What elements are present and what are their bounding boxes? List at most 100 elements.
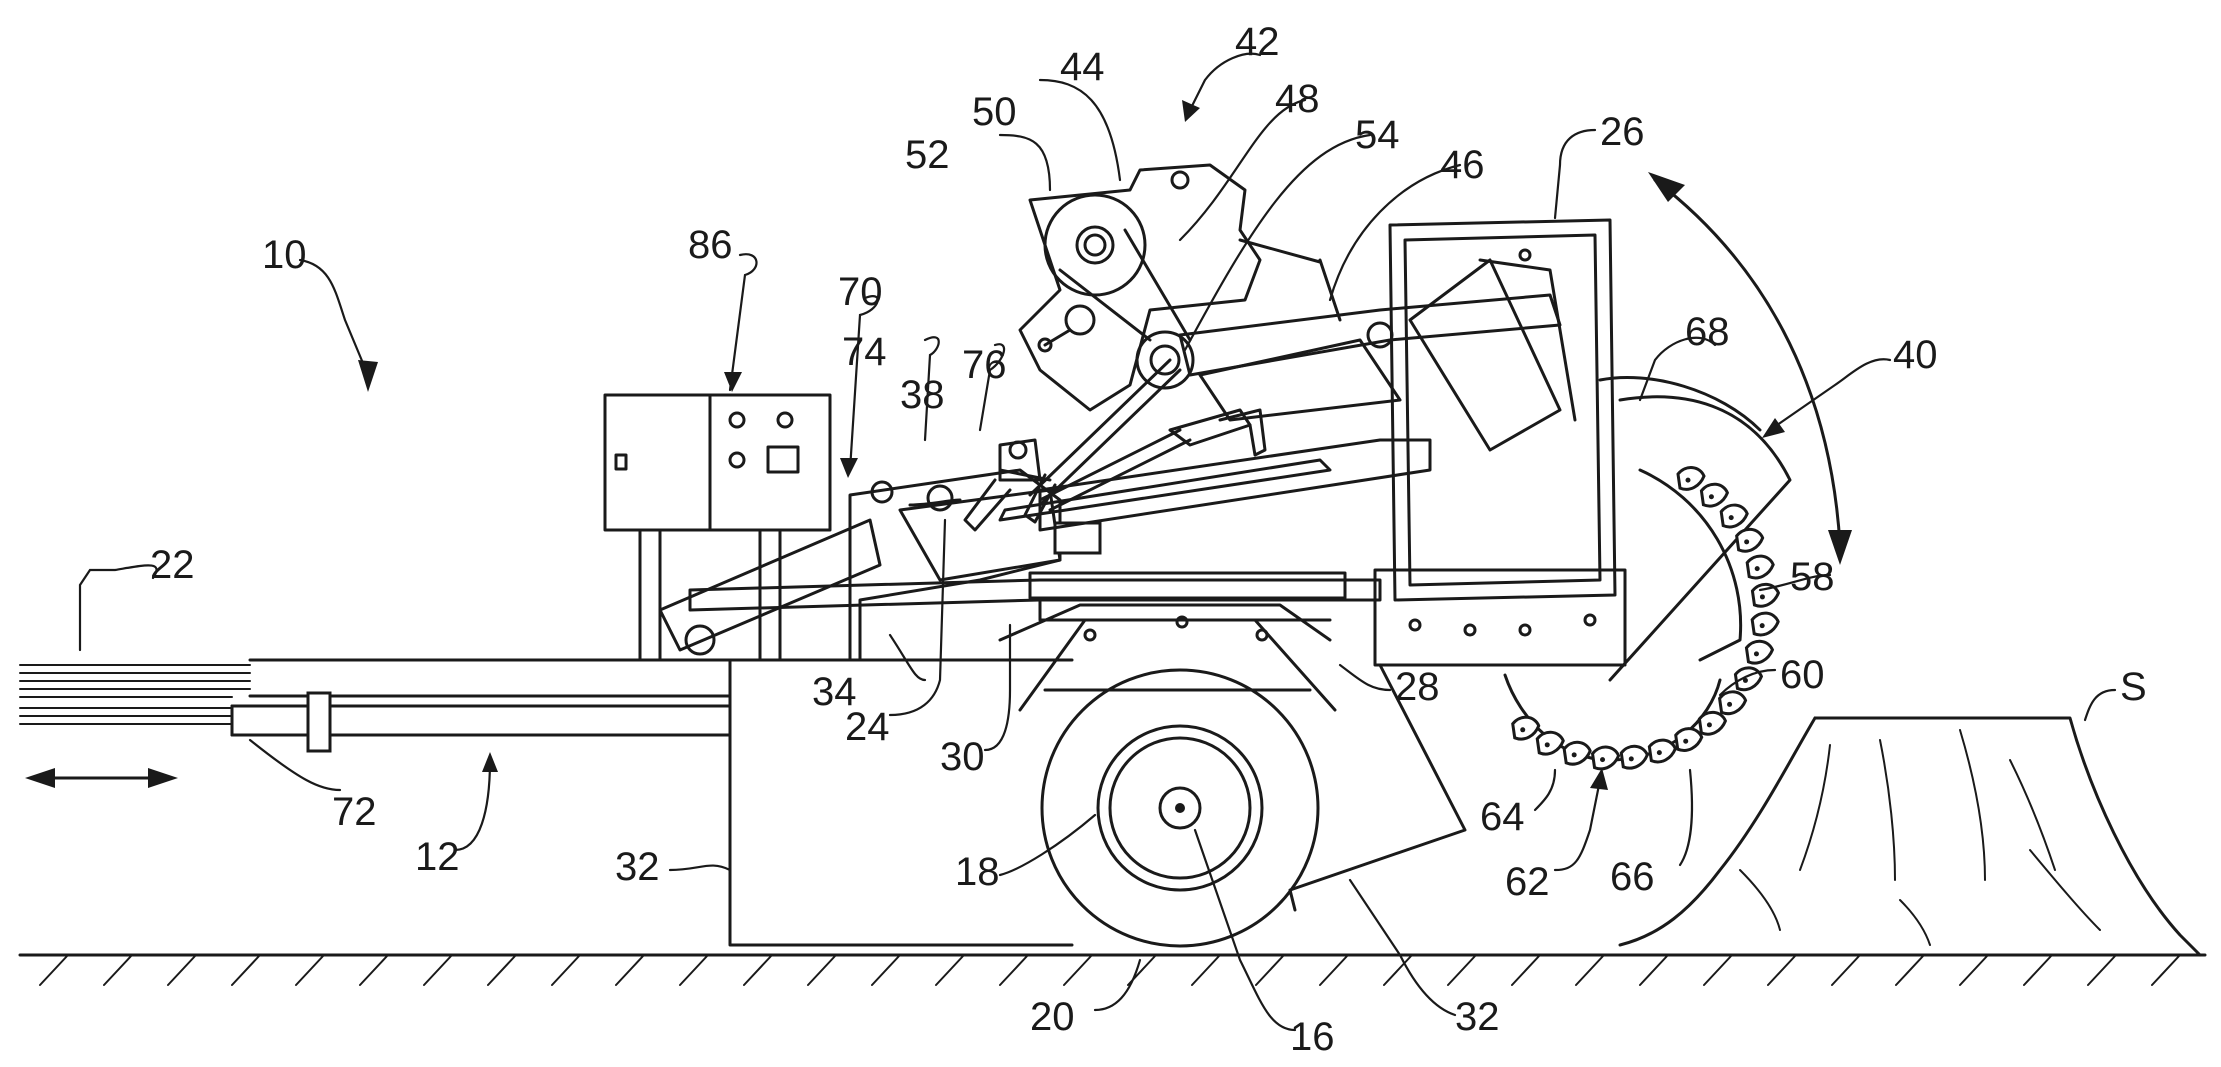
label-18: 18 (955, 850, 1000, 894)
ground-hatch (1320, 955, 1348, 985)
tooth-bolt (1709, 494, 1714, 499)
tooth-bolt (1707, 722, 1712, 727)
label-70: 70 (838, 270, 883, 314)
ground-hatch (1512, 955, 1540, 985)
tooth-bolt (1520, 727, 1525, 732)
tooth-bolt (1754, 651, 1759, 656)
cutter-tooth (1676, 729, 1702, 751)
ground-hatch (1704, 955, 1732, 985)
ground-hatch (2152, 955, 2180, 985)
cutter-tooth (1721, 505, 1747, 527)
label-40: 40 (1893, 333, 1938, 377)
label-58: 58 (1790, 555, 1835, 599)
ground-hatch (168, 955, 196, 985)
cutter-tooth (1678, 468, 1704, 490)
cutter-tooth (1621, 746, 1647, 768)
label-52: 52 (905, 133, 950, 177)
tooth-bolt (1760, 594, 1765, 599)
ground-hatch (744, 955, 772, 985)
ground-hatch (808, 955, 836, 985)
cutter-tooth (1699, 712, 1725, 734)
label-74: 74 (842, 330, 887, 374)
ground-hatch (1640, 955, 1668, 985)
label-12: 12 (415, 835, 460, 879)
ground-hatch (296, 955, 324, 985)
label-48: 48 (1275, 77, 1320, 121)
hydraulics (965, 360, 1265, 530)
tooth-bolt (1729, 515, 1734, 520)
label-86: 86 (688, 223, 733, 267)
ground-hatch (360, 955, 388, 985)
cutter-tooth (1593, 747, 1619, 769)
label-72: 72 (332, 790, 377, 834)
cutting-wheel (1505, 377, 1790, 768)
travel-arrow (25, 768, 178, 788)
ground (20, 955, 2205, 985)
cutter-tooth (1735, 668, 1761, 690)
label-28: 28 (1395, 665, 1440, 709)
label-20: 20 (1030, 995, 1075, 1039)
control-box (605, 395, 830, 530)
label-64: 64 (1480, 795, 1525, 839)
drive-beam (1180, 240, 1560, 420)
label-32-left: 32 (615, 845, 660, 889)
ground-hatch (1000, 955, 1028, 985)
tooth-bolt (1572, 752, 1577, 757)
cutter-tooth (1752, 613, 1778, 635)
label-66: 66 (1610, 855, 1655, 899)
cutter-tooth (1701, 484, 1727, 506)
cutter-tooth (1564, 742, 1590, 764)
ground-hatch (552, 955, 580, 985)
ground-hatch (2024, 955, 2052, 985)
tooth-bolt (1755, 566, 1760, 571)
cutter-tooth (1513, 717, 1539, 739)
tooth-bolt (1744, 539, 1749, 544)
label-68: 68 (1685, 310, 1730, 354)
ground-hatch (1576, 955, 1604, 985)
label-60: 60 (1780, 653, 1825, 697)
ground-hatch (424, 955, 452, 985)
ground-hatch (232, 955, 260, 985)
cutter-frame (1375, 220, 1625, 665)
cutter-tooth (1649, 740, 1675, 762)
tooth-bolt (1686, 478, 1691, 483)
ground-hatch (936, 955, 964, 985)
label-38: 38 (900, 373, 945, 417)
label-62: 62 (1505, 860, 1550, 904)
ground-hatch (1192, 955, 1220, 985)
tooth-bolt (1545, 742, 1550, 747)
tooth-bolt (1683, 739, 1688, 744)
label-30: 30 (940, 735, 985, 779)
stump (1620, 718, 2200, 955)
label-32-right: 32 (1455, 995, 1500, 1039)
label-26: 26 (1600, 110, 1645, 154)
ground-hatch (1832, 955, 1860, 985)
cutter-tooth (1737, 529, 1763, 551)
tooth-bolt (1600, 757, 1605, 762)
cutter-tooth (1720, 692, 1746, 714)
ground-hatch (616, 955, 644, 985)
ground-hatch (872, 955, 900, 985)
ground-hatch (104, 955, 132, 985)
label-50: 50 (972, 90, 1017, 134)
wheel (1042, 670, 1318, 946)
arm-mount (850, 470, 1100, 660)
ground-hatch (680, 955, 708, 985)
label-42: 42 (1235, 20, 1280, 64)
tow-frame (20, 660, 730, 751)
ground-hatch (1064, 955, 1092, 985)
label-54: 54 (1355, 113, 1400, 157)
engine-housing (1020, 165, 1260, 410)
tooth-bolt (1760, 623, 1765, 628)
cutter-tooth (1537, 732, 1563, 754)
ground-hatch (1768, 955, 1796, 985)
label-24: 24 (845, 705, 890, 749)
ground-hatch (1960, 955, 1988, 985)
tooth-bolt (1727, 702, 1732, 707)
cutter-tooth (1747, 556, 1773, 578)
label-22: 22 (150, 543, 195, 587)
label-46: 46 (1440, 143, 1485, 187)
label-10: 10 (262, 233, 307, 277)
